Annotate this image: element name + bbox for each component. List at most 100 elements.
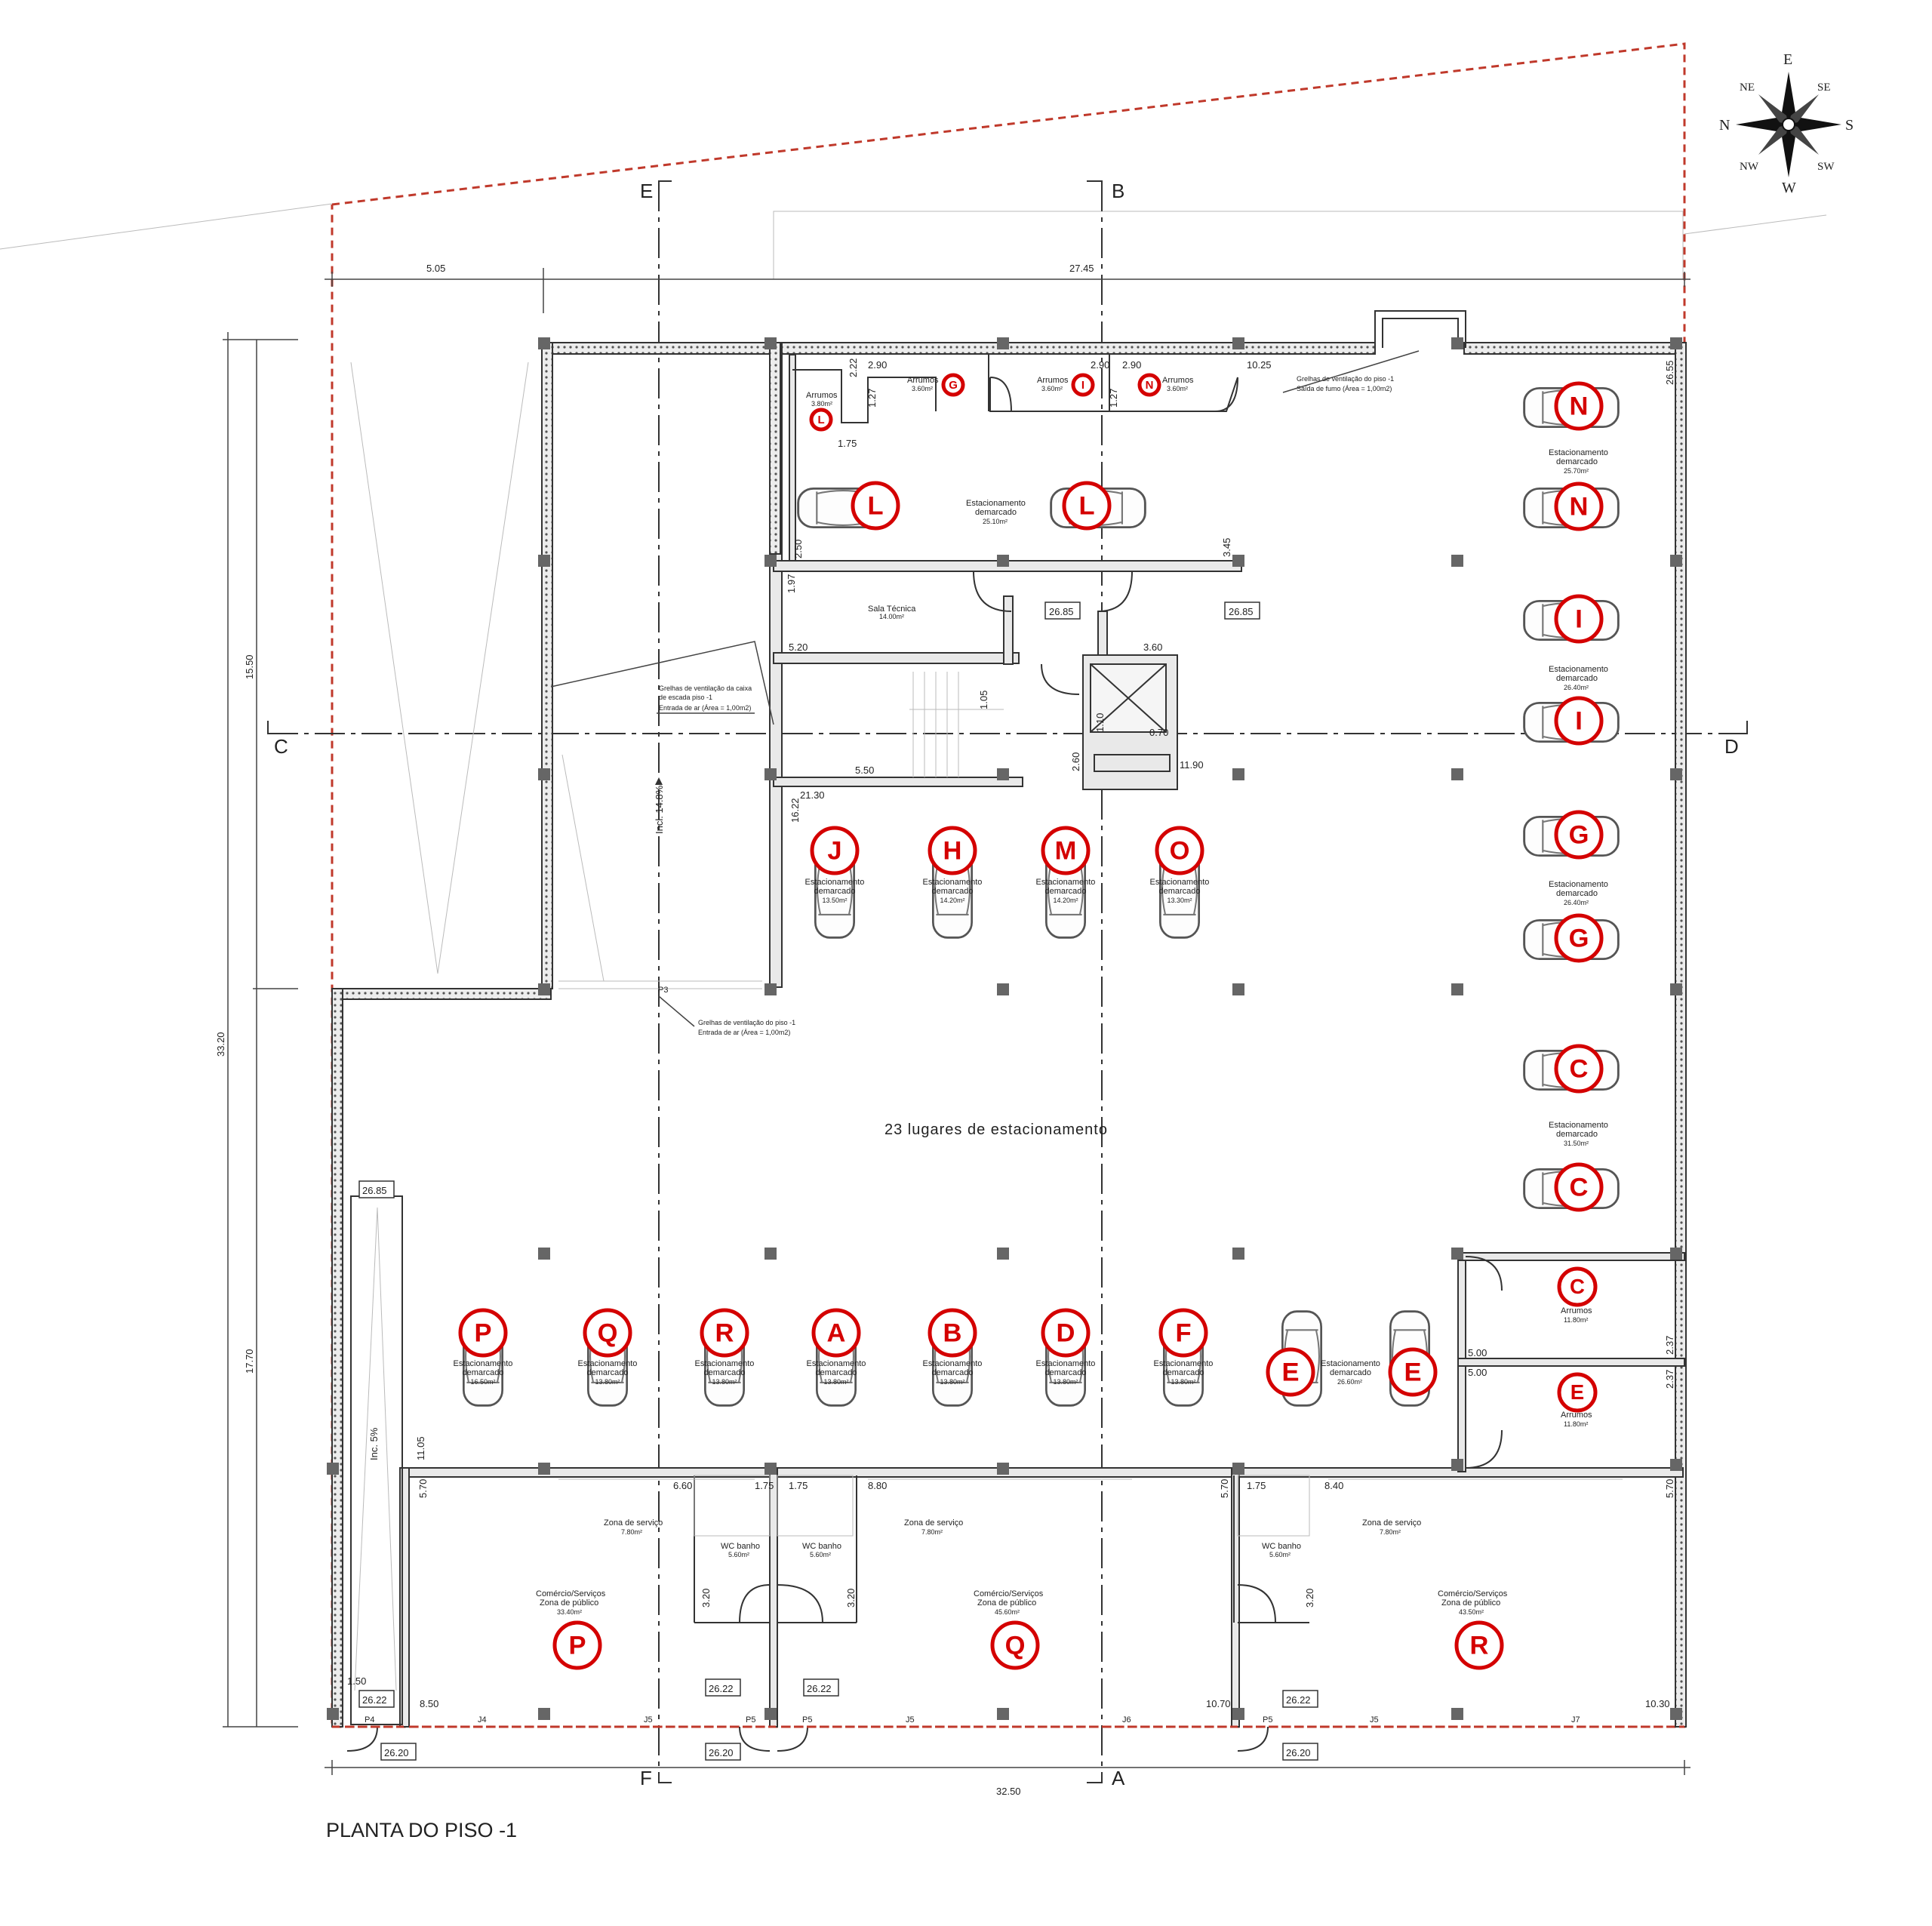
spot-mid-area-2: 14.20m²	[1053, 897, 1078, 904]
dim-1622: 16.22	[789, 798, 801, 823]
wc-3-area: 5.60m²	[1269, 1551, 1291, 1558]
dim-570-a: 5.70	[417, 1479, 429, 1498]
tech-room-title: Sala Técnica	[868, 605, 916, 614]
wc-1-area: 5.60m²	[728, 1551, 749, 1558]
storage-rc-title: Arrumos	[1561, 1306, 1592, 1315]
spot-e-badge-1: E	[1266, 1347, 1315, 1397]
storage-re-area: 11.80m²	[1564, 1420, 1588, 1428]
compass-rose-icon: E NE SE N S NW SW W	[1719, 51, 1854, 196]
svg-text:I: I	[1575, 706, 1583, 735]
column	[764, 555, 777, 567]
spot-n-badge-1: N	[1554, 381, 1604, 431]
dim-570-c: 5.70	[1664, 1479, 1675, 1498]
spot-bottom-badge-a: A	[811, 1308, 861, 1358]
spot-e-area: 26.60m²	[1337, 1378, 1362, 1386]
column	[1670, 337, 1682, 349]
dim-127-a: 1.27	[866, 389, 878, 408]
column	[1451, 337, 1463, 349]
svg-text:L: L	[817, 414, 824, 426]
section-mark-c: C	[274, 735, 288, 758]
spot-mid-area-0: 13.50m²	[822, 897, 847, 904]
shop-r-title2: Zona de público	[1441, 1598, 1500, 1608]
spot-mid-label2-3: demarcado	[1158, 887, 1200, 896]
dim-1105: 11.05	[415, 1436, 426, 1460]
section-mark-f: F	[640, 1767, 652, 1789]
svg-text:I: I	[1575, 605, 1583, 633]
dim-840: 8.40	[1324, 1480, 1343, 1491]
spot-mid-badge-m: M	[1041, 826, 1091, 875]
spot-mid-label-2: Estacionamento	[1036, 878, 1096, 887]
service-1-title: Zona de serviço	[604, 1518, 663, 1528]
column	[1670, 555, 1682, 567]
svg-text:E: E	[1571, 1380, 1584, 1404]
beam-j5-c: J5	[1370, 1715, 1379, 1724]
dim-360: 3.60	[1143, 641, 1162, 653]
dim-237-a: 2.37	[1664, 1336, 1675, 1355]
column	[764, 983, 777, 995]
spot-bottom-label2-3: demarcado	[815, 1368, 857, 1377]
beam-j5-b: J5	[906, 1715, 915, 1724]
column	[1451, 1708, 1463, 1720]
dim-bottom: 32.50	[996, 1786, 1021, 1797]
level-2622-c: 26.22	[807, 1683, 832, 1694]
compass-n: N	[1719, 117, 1730, 134]
svg-text:L: L	[867, 491, 883, 520]
storage-n-title: Arrumos	[1162, 376, 1194, 385]
spot-bottom-area-2: 13.80m²	[712, 1378, 737, 1386]
note-vent-mid-1: Grelhas de ventilação do piso -1	[698, 1019, 795, 1026]
spot-bottom-badge-b: B	[928, 1308, 977, 1358]
dim-1030: 10.30	[1645, 1698, 1670, 1709]
spot-l-label: Estacionamento	[966, 499, 1026, 508]
spot-bottom-area-1: 13.80m²	[595, 1378, 620, 1386]
shop-p-badge: P	[552, 1620, 602, 1670]
spot-g-label: Estacionamento	[1549, 880, 1608, 889]
dim-320-b: 3.20	[845, 1589, 857, 1608]
service-2-area: 7.80m²	[921, 1528, 943, 1536]
spot-c-area: 31.50m²	[1564, 1140, 1589, 1147]
beam-j7: J7	[1571, 1715, 1580, 1724]
beam-j4: J4	[478, 1715, 487, 1724]
wc-1-title: WC banho	[721, 1542, 760, 1551]
column	[1670, 768, 1682, 780]
column	[538, 555, 550, 567]
column	[764, 1248, 777, 1260]
spot-g-badge-1: G	[1554, 810, 1604, 860]
level-markers: 26.85 26.22 26.22 26.22 26.22 26.20 26.2…	[358, 1180, 1318, 1761]
spot-mid-area-3: 13.30m²	[1167, 897, 1192, 904]
spot-bottom-label-2: Estacionamento	[695, 1359, 755, 1368]
spot-mid-label-0: Estacionamento	[805, 878, 865, 887]
spot-l-badge-2: L	[1062, 481, 1112, 531]
column	[538, 337, 550, 349]
spot-c-label2: demarcado	[1556, 1130, 1598, 1139]
shop-p-title: Comércio/Serviços	[536, 1589, 606, 1598]
spot-bottom-area-0: 16.50m²	[470, 1378, 495, 1386]
shop-q-title2: Zona de público	[977, 1598, 1036, 1608]
svg-text:L: L	[1078, 491, 1094, 520]
column	[538, 1708, 550, 1720]
note-vent-stair-2: de escada piso -1	[659, 694, 712, 701]
interior-walls	[346, 1252, 1685, 1752]
dim-175-b: 1.75	[755, 1480, 774, 1491]
dim-top-left: 5.05	[426, 263, 445, 274]
drawing-title: PLANTA DO PISO -1	[326, 1819, 517, 1841]
column	[1232, 768, 1244, 780]
svg-text:P: P	[568, 1631, 586, 1660]
note-vent-top-1: Grelhas de ventilação do piso -1	[1297, 375, 1394, 383]
storage-i-area: 3.60m²	[1041, 385, 1063, 392]
shop-p-area: 33.40m²	[557, 1608, 582, 1616]
spot-mid-label-1: Estacionamento	[923, 878, 983, 887]
column	[764, 768, 777, 780]
section-mark-b: B	[1112, 180, 1124, 202]
spot-n-area: 25.70m²	[1564, 467, 1589, 475]
column	[997, 1248, 1009, 1260]
spot-g-badge-2: G	[1554, 913, 1604, 963]
dim-345: 3.45	[1221, 538, 1232, 557]
storage-n-badge: N	[1137, 373, 1161, 397]
service-3-title: Zona de serviço	[1362, 1518, 1421, 1528]
svg-text:C: C	[1570, 1054, 1589, 1083]
svg-text:O: O	[1170, 836, 1190, 865]
storage-rc-badge: C	[1557, 1266, 1598, 1307]
spot-mid-badge-o: O	[1155, 826, 1204, 875]
spot-bottom-area-6: 13.80m²	[1171, 1378, 1195, 1386]
